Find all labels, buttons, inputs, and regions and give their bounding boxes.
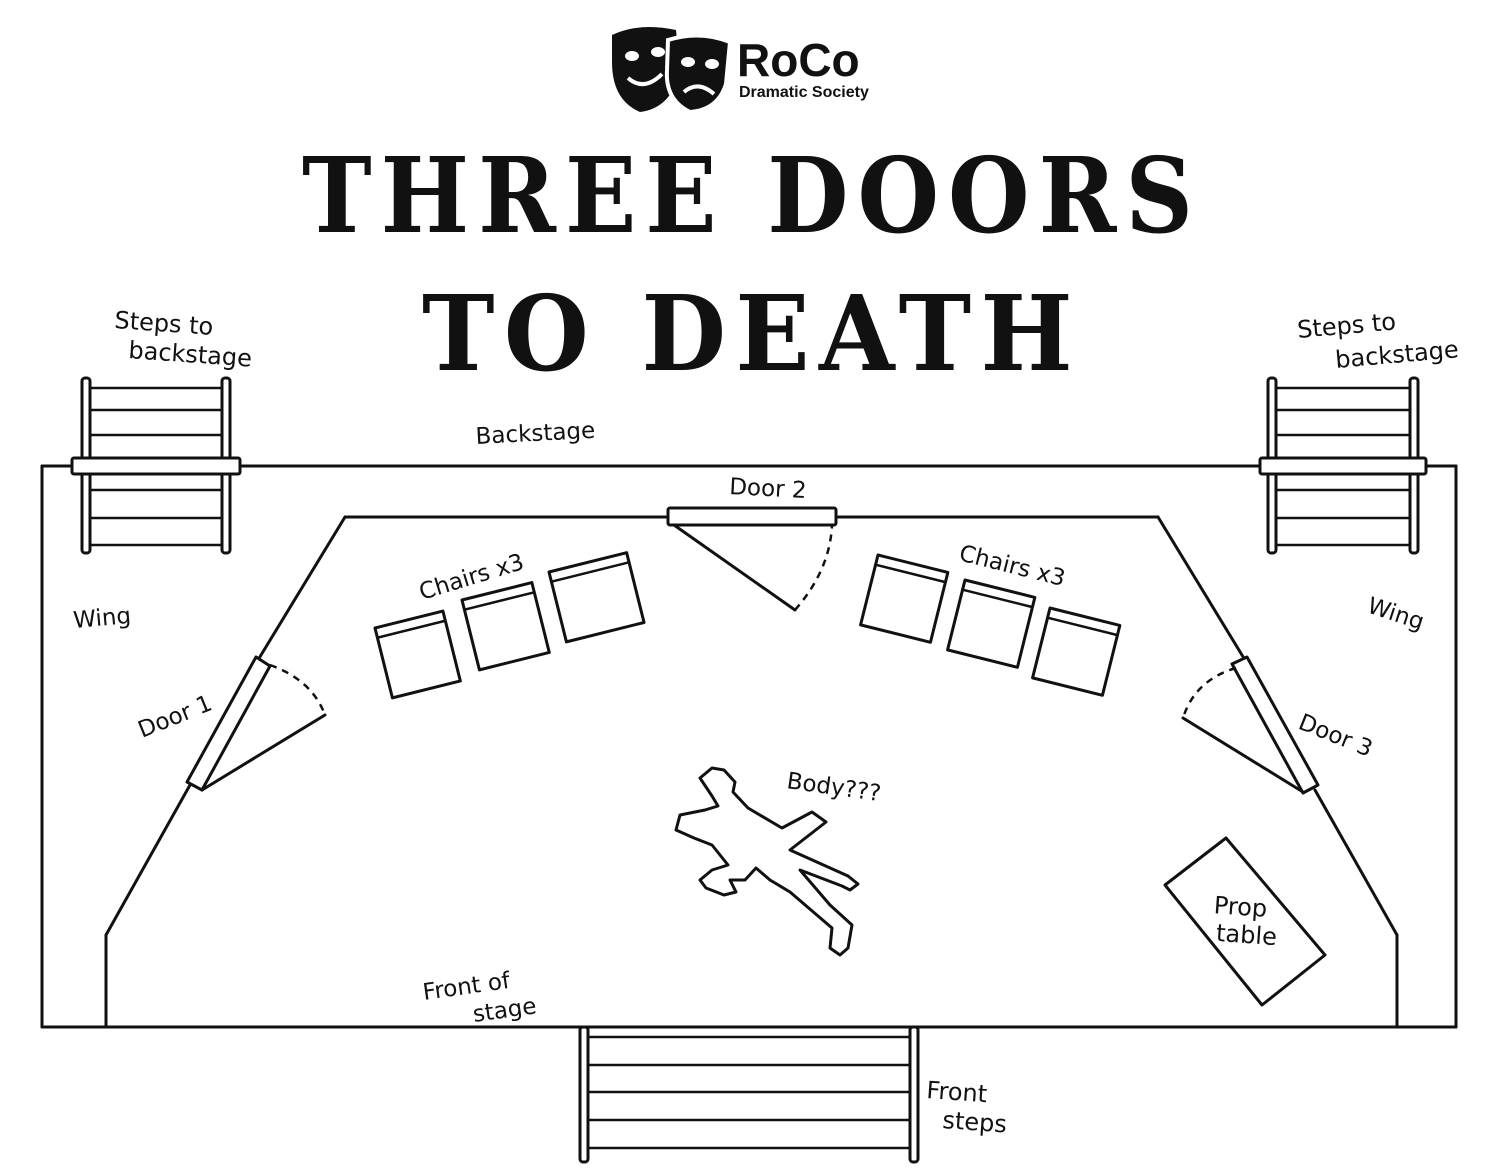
door-3 [1181, 655, 1320, 795]
backstage-label: Backstage [475, 418, 596, 450]
chair [859, 553, 950, 644]
chair [373, 609, 462, 700]
chair [946, 578, 1037, 669]
front-steps [578, 1025, 920, 1164]
prop-table-label-2: table [1215, 919, 1278, 951]
door-1 [185, 655, 327, 792]
wing-right-label: Wing [1364, 593, 1427, 636]
logo-subtitle: Dramatic Society [739, 84, 869, 101]
steps-right-label-2: backstage [1334, 335, 1460, 374]
chair [1031, 606, 1122, 697]
chair [460, 581, 551, 672]
title-line-1: THREE DOORS [302, 134, 1202, 257]
chairs-right [859, 553, 1122, 697]
door-1-label: Door 1 [135, 691, 216, 744]
front-steps-label-1: Front [926, 1076, 989, 1108]
front-steps-label-2: steps [942, 1106, 1008, 1138]
acting-area-outline [104, 515, 1399, 1029]
stage-outline [40, 464, 1458, 1029]
door-2 [666, 506, 838, 612]
wing-left-label: Wing [72, 603, 132, 634]
steps-left-label-1: Steps to [114, 306, 215, 341]
chair [547, 551, 646, 644]
theatre-masks-icon [612, 26, 733, 115]
door-3-label: Door 3 [1295, 709, 1376, 762]
steps-left-label-2: backstage [128, 336, 253, 373]
prop-table: Prop table [1163, 836, 1327, 1007]
backstage-steps-left [70, 376, 242, 555]
body-label: Body??? [785, 768, 882, 807]
front-of-stage-label-2: stage [471, 993, 538, 1028]
chairs-right-label: Chairs x3 [957, 541, 1068, 592]
chairs-left [373, 551, 646, 700]
title-line-2: TO DEATH [422, 272, 1082, 395]
body-outline [674, 766, 860, 957]
logo: RoCo Dramatic Society [612, 26, 869, 115]
logo-name: RoCo [737, 34, 860, 86]
door-2-label: Door 2 [729, 474, 808, 504]
prop-table-label-1: Prop [1213, 891, 1268, 923]
backstage-steps-right [1258, 376, 1428, 555]
steps-right-label-1: Steps to [1296, 307, 1397, 344]
